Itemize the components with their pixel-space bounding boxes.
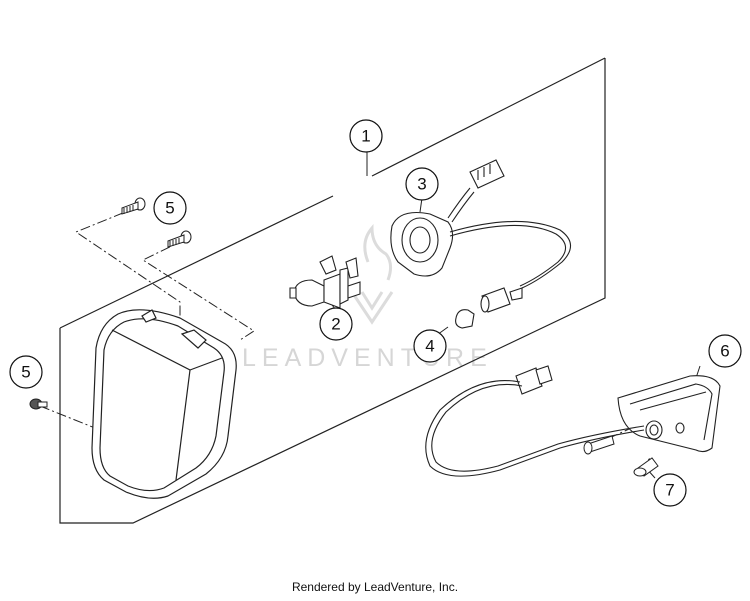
callout-5-lower: 5 [9, 355, 43, 389]
footer-credit: Rendered by LeadVenture, Inc. [291, 580, 459, 594]
callout-4: 4 [413, 329, 447, 363]
screw-icon [121, 197, 146, 215]
tail-light-icon [425, 365, 721, 477]
socket-harness-icon [390, 159, 572, 289]
callout-label: 5 [165, 199, 174, 218]
callout-label: 3 [417, 175, 426, 194]
parking-bulb-icon [455, 287, 523, 329]
screw-icon [167, 230, 192, 248]
watermark-text: LEADVENTURE [242, 344, 493, 372]
callout-label: 6 [720, 342, 729, 361]
callout-1: 1 [349, 119, 383, 153]
callout-5-upper: 5 [153, 191, 187, 225]
callout-label: 5 [21, 363, 30, 382]
callout-label: 4 [425, 337, 434, 356]
bulb-icon [289, 255, 361, 309]
bolt-icon [583, 435, 615, 455]
watermark-logo [350, 223, 394, 325]
callout-label: 2 [331, 315, 340, 334]
callout-2: 2 [319, 307, 353, 341]
headlight-housing-icon [91, 309, 237, 499]
callout-6: 6 [708, 334, 742, 368]
callout-3: 3 [405, 167, 439, 201]
bolt-icon [633, 457, 659, 477]
callout-7: 7 [653, 473, 687, 507]
bolt-icon [29, 398, 48, 410]
assembly-outline [59, 57, 606, 524]
callout-label: 1 [361, 127, 370, 146]
callout-label: 7 [665, 481, 674, 500]
